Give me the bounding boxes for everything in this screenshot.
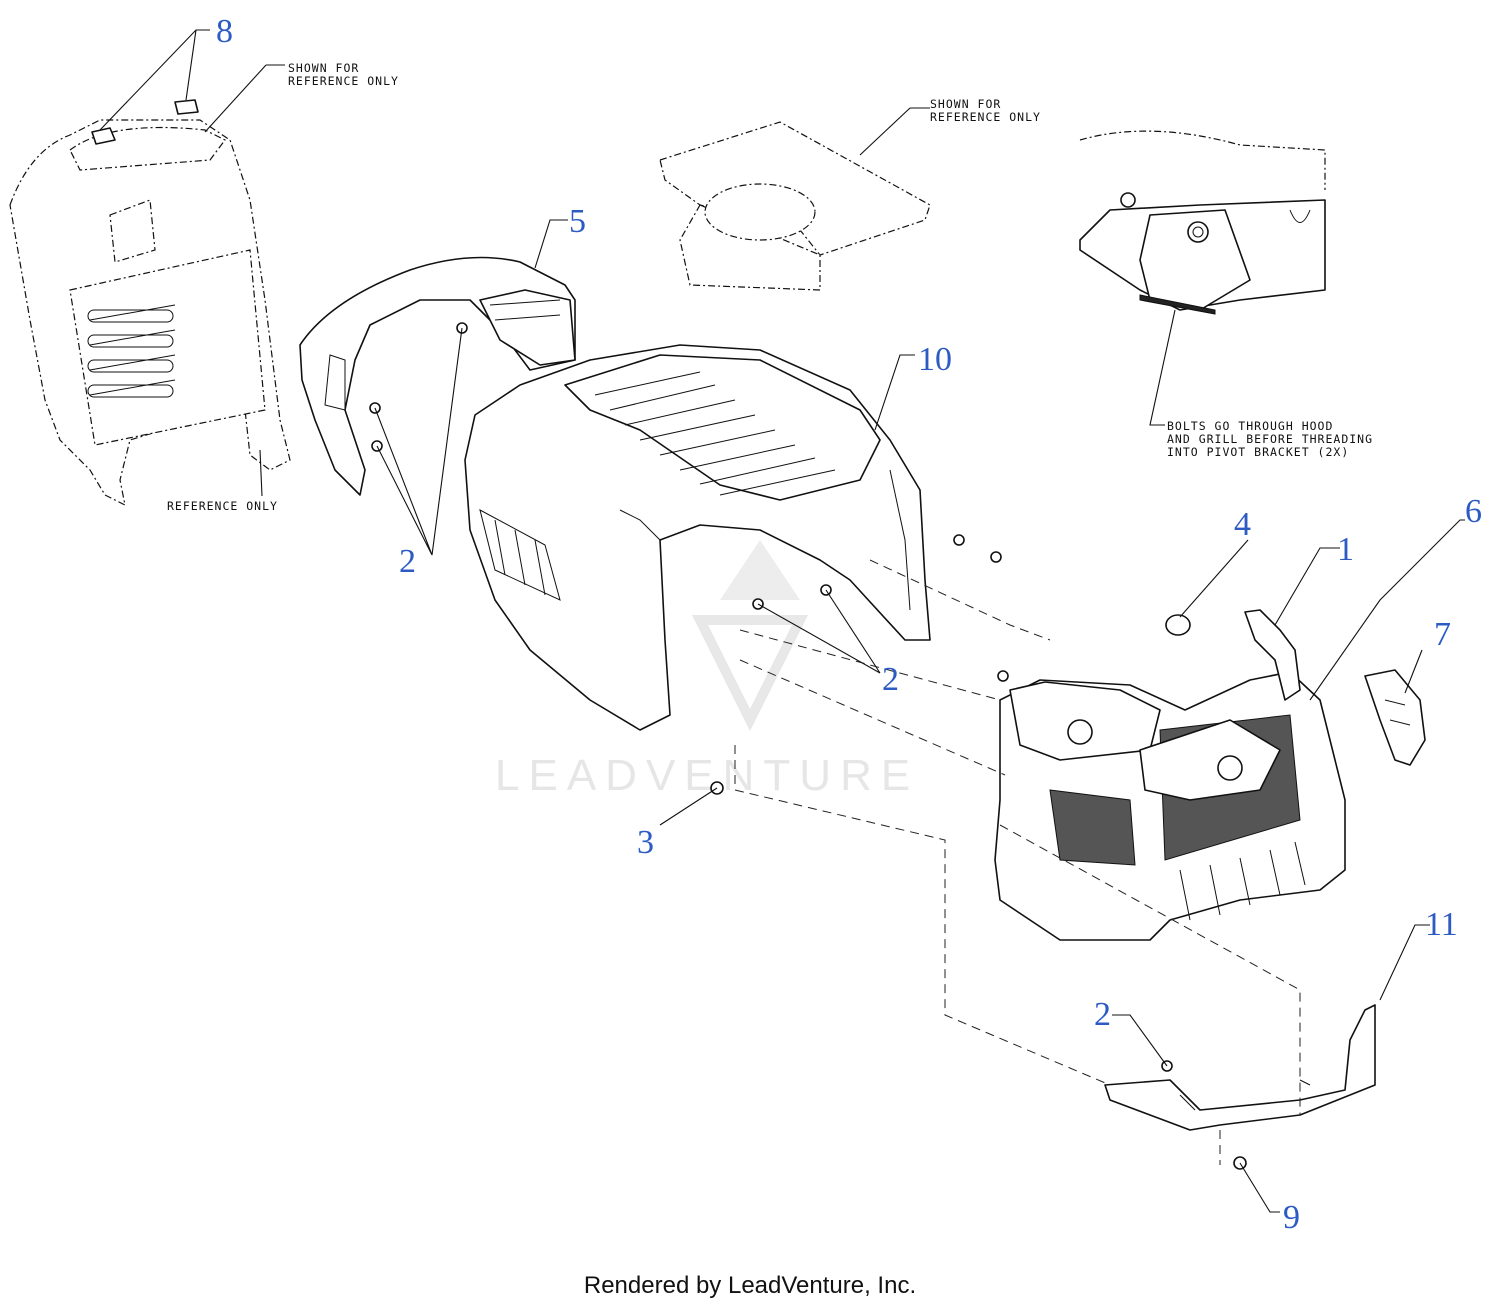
callout-6: 6 (1465, 493, 1482, 530)
callout-3: 3 (637, 824, 654, 861)
bolts-leader (1149, 309, 1176, 426)
callout-8: 8 (216, 13, 233, 50)
seat-pan-reference (659, 121, 931, 291)
watermark-logo (691, 540, 809, 732)
note-bolts-line-3: INTO PIVOT BRACKET (2X) (1167, 445, 1349, 459)
part-8-clip (91, 99, 199, 145)
note-dash-line-1: SHOWN FOR (288, 61, 359, 75)
callout-10: 10 (918, 341, 952, 378)
note-bolts: BOLTS GO THROUGH HOOD AND GRILL BEFORE T… (1167, 419, 1381, 459)
part-10-hood (464, 344, 931, 731)
callout-leaders (99, 29, 1465, 1213)
part-5-dash-panel (299, 256, 576, 496)
part-6-grille (994, 671, 1346, 941)
callout-2-dash: 2 (399, 543, 416, 580)
part-1-pivot-bracket (1244, 609, 1301, 701)
callout-9: 9 (1283, 1199, 1300, 1236)
note-bolts-line-2: AND GRILL BEFORE THREADING (1167, 432, 1373, 446)
watermark-text: LEADVENTURE (495, 751, 919, 800)
footer-credit: Rendered by LeadVenture, Inc. (584, 1272, 916, 1299)
part-4-plug (1165, 614, 1191, 636)
note-bolts-line-1: BOLTS GO THROUGH HOOD (1167, 419, 1333, 433)
callout-2-bracket: 2 (1094, 996, 1111, 1033)
callout-4: 4 (1234, 506, 1251, 543)
detail-inset (1079, 130, 1326, 315)
note-seat-line-1: SHOWN FOR (930, 97, 1001, 111)
callout-5: 5 (569, 203, 586, 240)
callout-2-hood: 2 (882, 661, 899, 698)
note-seat-line-2: REFERENCE ONLY (930, 110, 1041, 124)
part-11-bracket (1104, 1004, 1376, 1131)
note-reference-only: REFERENCE ONLY (167, 499, 278, 513)
alignment-lines (734, 559, 1301, 1165)
note-dash-line-2: REFERENCE ONLY (288, 74, 399, 88)
callout-7: 7 (1434, 616, 1451, 653)
callout-11: 11 (1425, 906, 1458, 943)
part-7-side-cover (1364, 669, 1426, 766)
dash-panel-reference (9, 119, 291, 507)
note-dash-reference: SHOWN FOR REFERENCE ONLY (288, 61, 399, 88)
callout-1: 1 (1337, 531, 1354, 568)
note-seat-pan: SHOWN FOR REFERENCE ONLY (930, 97, 1041, 124)
